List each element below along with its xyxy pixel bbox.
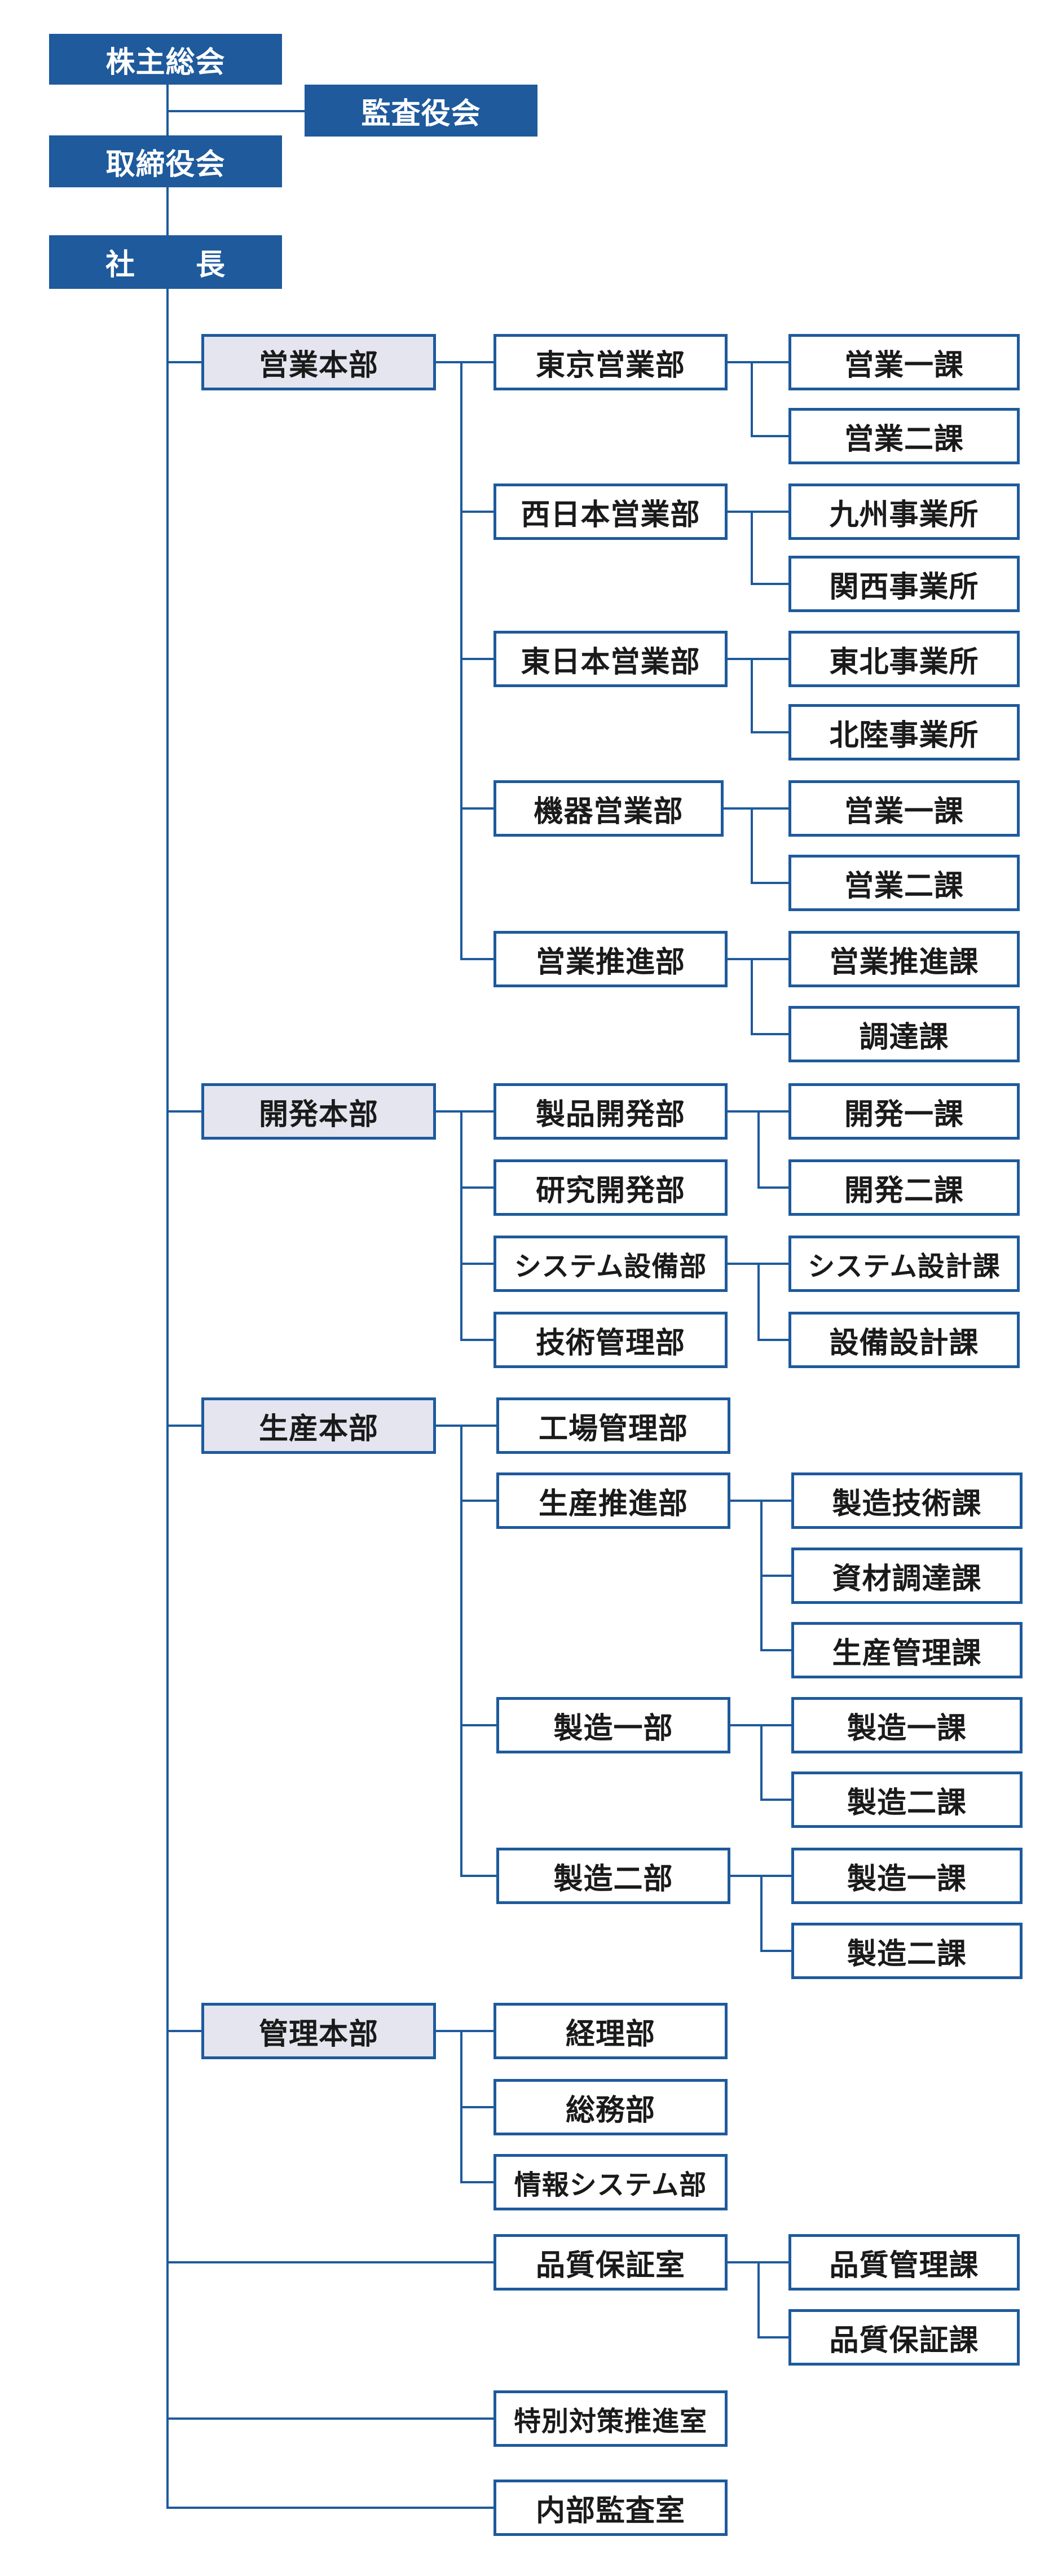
section-box: 製造一課 <box>791 1697 1023 1753</box>
section-box: 製造一課 <box>791 1848 1023 1904</box>
section-box: 営業二課 <box>788 855 1020 911</box>
section-box: 開発一課 <box>788 1083 1020 1140</box>
section-box: 設備設計課 <box>788 1312 1020 1368</box>
department-box: 総務部 <box>493 2079 728 2135</box>
section-box: 品質管理課 <box>788 2234 1020 2291</box>
department-box: 生産推進部 <box>496 1472 730 1529</box>
department-box: 東日本営業部 <box>493 631 728 687</box>
section-box: 製造二課 <box>791 1923 1023 1979</box>
department-box: 西日本営業部 <box>493 483 728 540</box>
office-box: 内部監査室 <box>493 2480 728 2536</box>
division-box: 営業本部 <box>201 334 436 390</box>
audit-board-box: 監査役会 <box>305 85 537 137</box>
section-box: 関西事業所 <box>788 556 1020 612</box>
section-box: 九州事業所 <box>788 483 1020 540</box>
section-box: 生産管理課 <box>791 1622 1023 1678</box>
section-box: 営業一課 <box>788 780 1020 837</box>
president-box: 社 長 <box>49 235 282 289</box>
section-box: 営業二課 <box>788 408 1020 464</box>
department-box: 経理部 <box>493 2003 728 2059</box>
department-box: 研究開発部 <box>493 1159 728 1216</box>
section-box: 東北事業所 <box>788 631 1020 687</box>
department-box: 製造一部 <box>496 1697 730 1753</box>
section-box: 営業推進課 <box>788 931 1020 987</box>
section-box: 北陸事業所 <box>788 704 1020 761</box>
board-of-directors-box: 取締役会 <box>49 135 282 187</box>
section-box: 品質保証課 <box>788 2309 1020 2366</box>
shareholders-meeting-box: 株主総会 <box>49 34 282 85</box>
office-box: 特別対策推進室 <box>493 2390 728 2447</box>
section-box: システム設計課 <box>788 1236 1020 1292</box>
department-box: 東京営業部 <box>493 334 728 390</box>
department-box: 情報システム部 <box>493 2154 728 2210</box>
section-box: 製造二課 <box>791 1771 1023 1828</box>
department-box: 機器営業部 <box>493 780 724 837</box>
president-label-char: 社 <box>105 248 136 282</box>
section-box: 製造技術課 <box>791 1472 1023 1529</box>
division-box: 開発本部 <box>201 1083 436 1140</box>
department-box: 製造二部 <box>496 1848 730 1904</box>
department-box: 技術管理部 <box>493 1312 728 1368</box>
section-box: 営業一課 <box>788 334 1020 390</box>
office-box: 品質保証室 <box>493 2234 728 2291</box>
division-box: 管理本部 <box>201 2003 436 2059</box>
section-box: 資材調達課 <box>791 1548 1023 1604</box>
department-box: 製品開発部 <box>493 1083 728 1140</box>
department-box: 営業推進部 <box>493 931 728 987</box>
section-box: 開発二課 <box>788 1159 1020 1216</box>
section-box: 調達課 <box>788 1006 1020 1062</box>
division-box: 生産本部 <box>201 1397 436 1454</box>
president-label-char: 長 <box>195 248 226 282</box>
department-box: システム設備部 <box>493 1236 728 1292</box>
department-box: 工場管理部 <box>496 1397 730 1454</box>
